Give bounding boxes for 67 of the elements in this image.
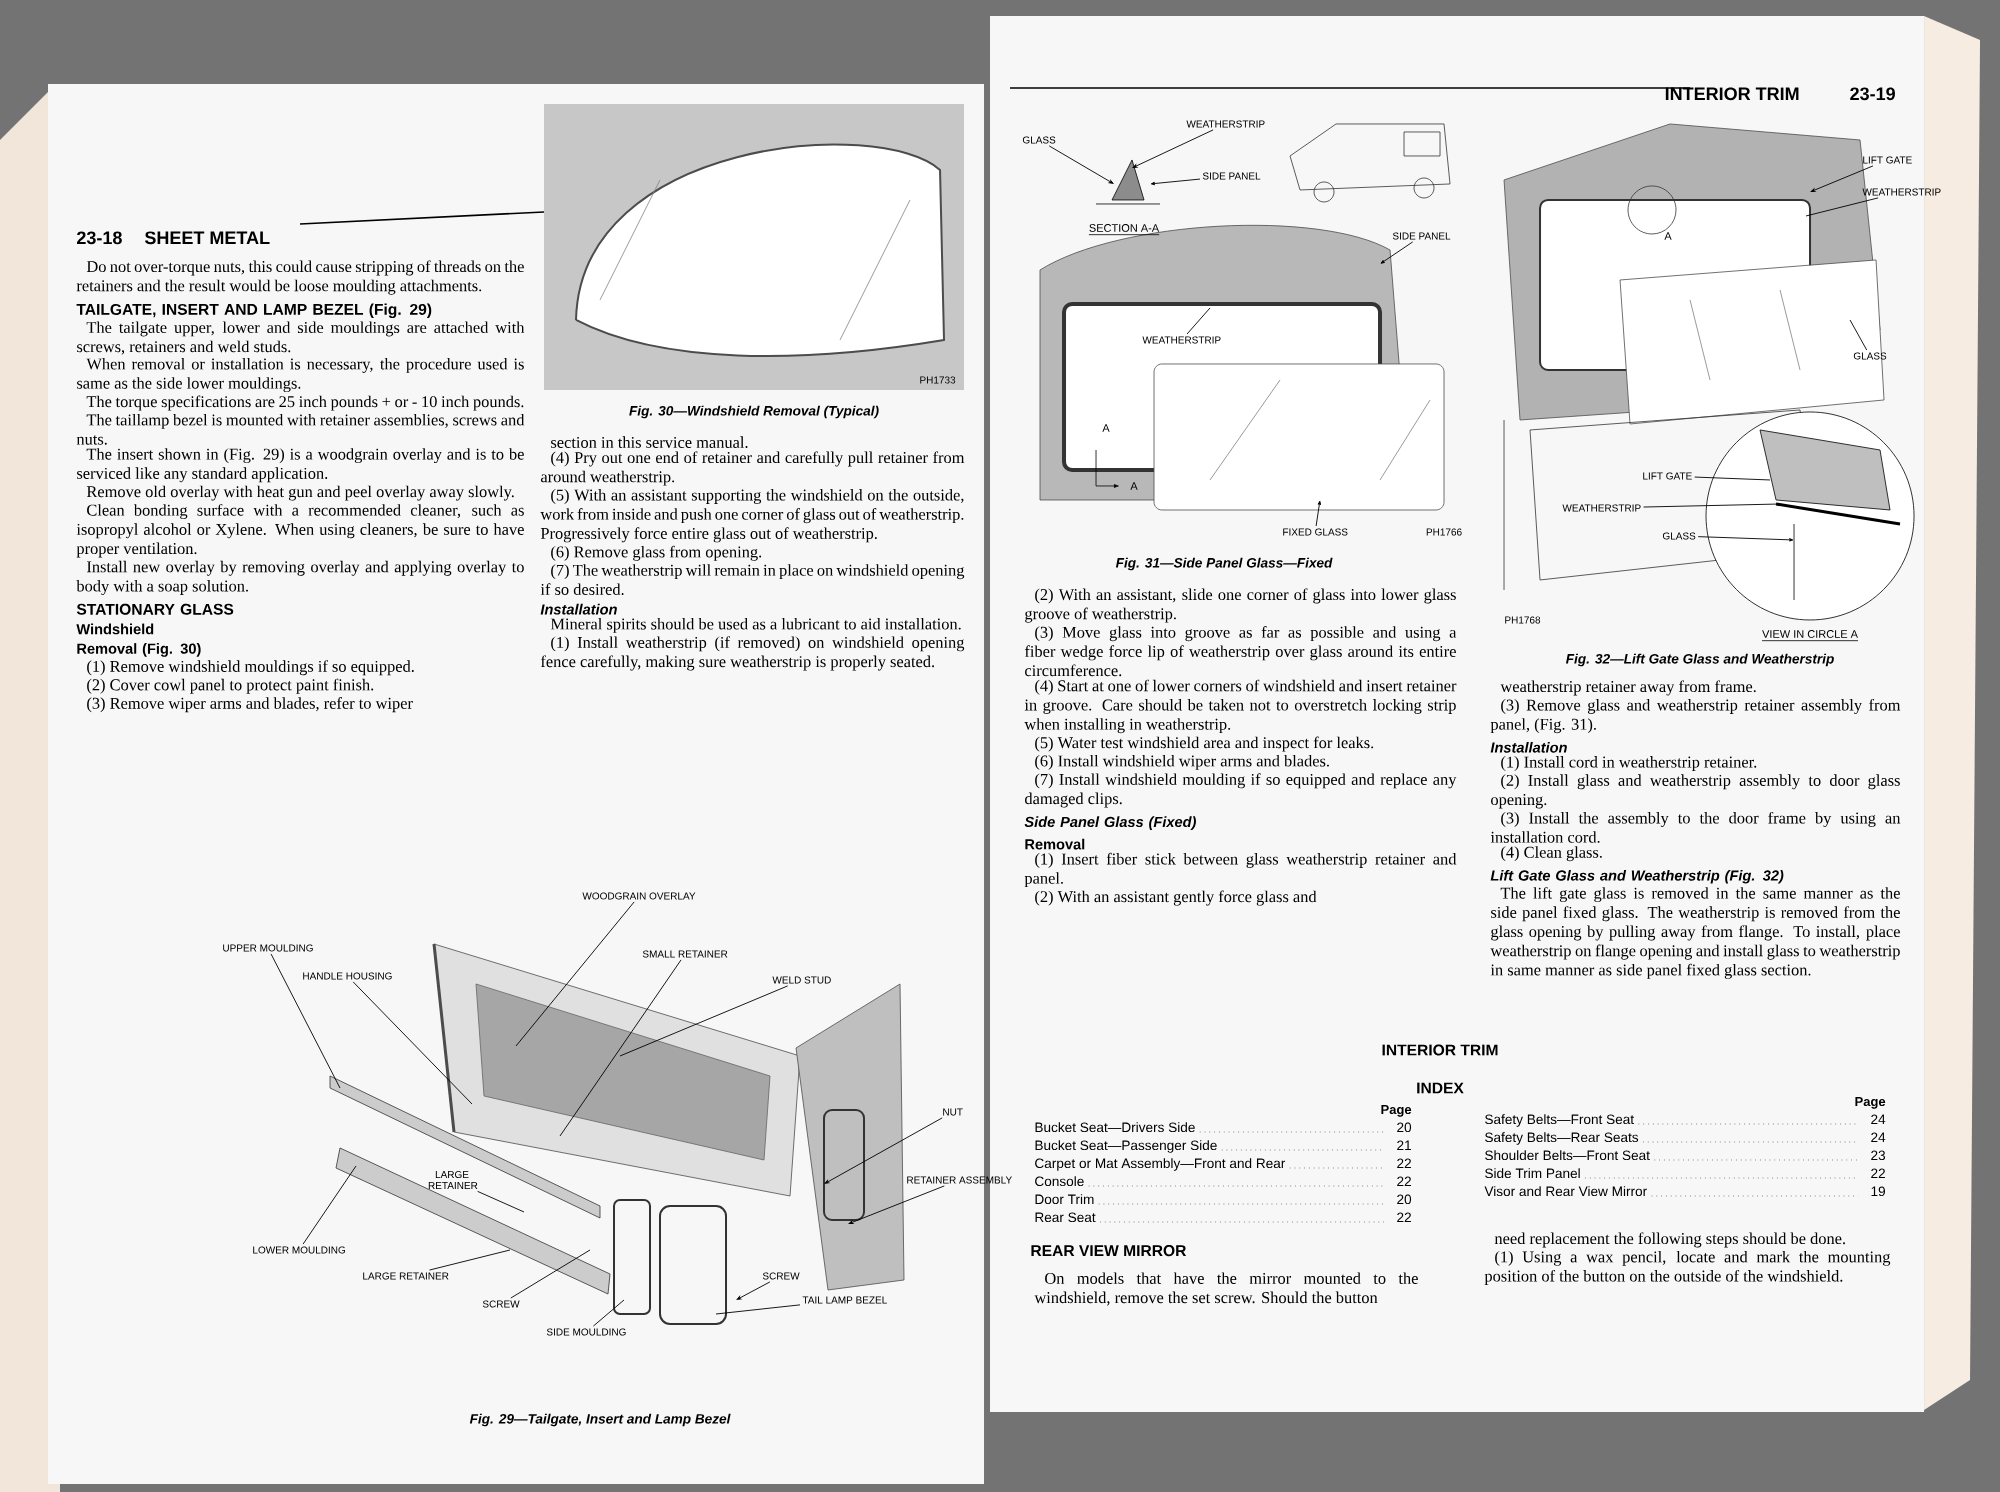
paragraph: (1) Install weatherstrip (if removed) on windshield opening fence carefully, making sure weatherstrip is properly seated. [540, 636, 965, 671]
leader-line [510, 1249, 591, 1299]
leader-line [1643, 503, 1781, 508]
page-number: 23-18 [77, 231, 122, 245]
paragraph: (3) Remove wiper arms and blades, refer to wiper [87, 697, 413, 713]
paragraph: The insert shown in (Fig. 29) is a woodgrain overlay and is to be serviced like any standard application. [77, 448, 524, 483]
paragraph: (7) Install windshield moulding if so equipped and replace any damaged clips. [1025, 773, 1457, 808]
leader-line [1315, 500, 1321, 527]
paragraph: (2) Install glass and weatherstrip assembly to door glass opening. [1491, 774, 1900, 809]
paragraph: Do not over-torque nuts, this could cause stripping of threads on the retainers and the result would be loose moulding attachments. [76, 260, 524, 295]
paragraph: The lift gate glass is removed in the same manner as the side panel fixed glass. The weatherstrip is removed from the glass opening by pulling away from flange. To install, place weatherstrip on flange opening and install glass to weatherstrip in same manner as side panel fixed glass section. [1490, 887, 1900, 979]
leader-line [302, 1165, 357, 1245]
leader-line [352, 981, 473, 1105]
paragraph: (5) With an assistant supporting the windshield on the outside, work from inside and push one corner of glass out of weatherstrip. Progressively force entire glass out of weatherstrip. [540, 489, 964, 543]
leader-line [1380, 241, 1414, 264]
leader-line [1132, 129, 1214, 168]
paragraph: (4) Clean glass. [1501, 846, 1602, 862]
running-head: SHEET METAL [144, 231, 270, 245]
paragraph: weatherstrip retainer away from frame. [1500, 680, 1756, 696]
leader-line [715, 1304, 801, 1315]
leader-line [592, 1299, 625, 1327]
paragraph: need replacement the following steps should be done. [1494, 1232, 1845, 1248]
running-head: INTERIOR TRIM [1665, 87, 1799, 101]
leader-line [1697, 536, 1794, 542]
paragraph: Remove old overlay with heat gun and peel overlay away slowly. [86, 485, 514, 501]
leader-line [848, 1185, 945, 1224]
paragraph: (4) Start at one of lower corners of windshield and insert retainer in groove. Care should be taken not to overstretch locking strip when installing in weatherstrip. [1024, 679, 1457, 734]
page-number: 23-19 [1850, 87, 1895, 101]
paragraph: (1) Insert fiber stick between glass weatherstrip retainer and panel. [1024, 852, 1457, 888]
paragraph: (3) Install the assembly to the door frame by using an installation cord. [1490, 811, 1901, 843]
paragraph: (1) Using a wax pencil, locate and mark the mounting position of the button on the outside of the windshield. [1484, 1250, 1891, 1285]
paragraph: (2) With an assistant gently force glass and [1035, 890, 1317, 906]
paragraph: (6) Remove glass from opening. [551, 545, 762, 561]
paragraph: When removal or installation is necessary, the procedure used is same as the side lower mouldings. [77, 357, 524, 393]
leader-line [1694, 476, 1771, 481]
paragraph: (4) Pry out one end of retainer and carefully pull retainer from around weatherstrip. [540, 451, 965, 486]
paragraph: The tailgate upper, lower and side mouldings are attached with screws, retainers and weld studs. [77, 321, 525, 355]
leader-line [1805, 197, 1879, 217]
paragraph: The taillamp bezel is mounted with retainer assemblies, screws and nuts. [76, 413, 525, 445]
leader-line [515, 901, 635, 1047]
paragraph: (1) Remove windshield mouldings if so equipped. [87, 660, 414, 676]
paragraph: (2) Cover cowl panel to protect paint finish. [87, 678, 374, 694]
leader-line [1810, 165, 1874, 192]
paragraph: (6) Install windshield wiper arms and blades. [1035, 754, 1329, 770]
paragraph: section in this service manual. [551, 436, 748, 448]
leader-line [1186, 307, 1211, 335]
paragraph: (3) Remove glass and weatherstrip retainer assembly from panel, (Fig. 31). [1490, 698, 1901, 734]
paragraph: (7) The weatherstrip will remain in place on windshield opening if so desired. [540, 564, 965, 596]
leader-line [1849, 319, 1868, 351]
leader-line [736, 1281, 771, 1300]
leader-line [619, 985, 789, 1057]
paragraph: (1) Install cord in weatherstrip retainer. [1501, 756, 1757, 771]
paragraph: Install new overlay by removing overlay and applying overlay to body with a soap solution. [76, 560, 524, 595]
paragraph: (3) Move glass into groove as far as possible and using a fiber wedge force lip of weatherstrip over glass around its entire circumference. [1024, 626, 1457, 677]
paragraph: (5) Water test windshield area and inspect for leaks. [1035, 736, 1374, 752]
paragraph: (2) With an assistant, slide one corner of glass into lower glass groove of weatherstrip. [1025, 588, 1456, 623]
paragraph: Clean bonding surface with a recommended cleaner, such as isopropyl alcohol or Xylene. When using cleaners, be sure to have proper ventilation. [76, 504, 524, 558]
leader-line [270, 953, 341, 1089]
leader-line [429, 1249, 511, 1271]
leader-line [1048, 145, 1114, 184]
leader-line [824, 1117, 943, 1184]
leader-line [477, 1190, 525, 1213]
leader-line [559, 959, 682, 1137]
paragraph: On models that have the mirror mounted to the windshield, remove the set screw. Should the button [1034, 1272, 1418, 1306]
paragraph: The torque specifications are 25 inch pounds + or - 10 inch pounds. [86, 395, 524, 411]
leader-line [1150, 178, 1201, 186]
paragraph: Mineral spirits should be used as a lubricant to aid installation. [550, 617, 961, 633]
